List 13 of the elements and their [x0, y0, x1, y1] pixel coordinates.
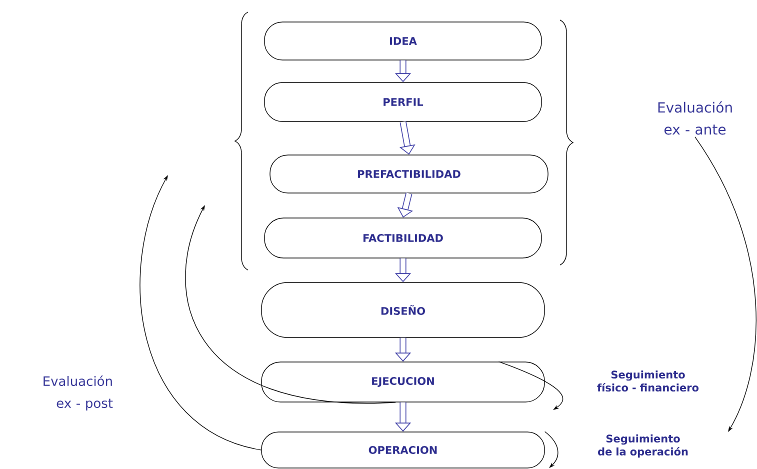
curved-arrow	[544, 431, 558, 468]
stage-box: IDEA	[264, 22, 542, 60]
note-text: Seguimiento de la operación	[598, 434, 688, 458]
stage-box: DISEÑO	[261, 282, 545, 338]
stage-box: PREFACTIBILIDAD	[270, 154, 548, 194]
stage-box: EJECUCION	[261, 362, 545, 402]
stage-box: FACTIBILIDAD	[264, 218, 542, 258]
note-text: Seguimiento físico - financiero	[597, 370, 699, 392]
stage-box: OPERACION	[261, 432, 545, 468]
evaluation-label: Evaluación ex - ante	[658, 101, 732, 135]
stage-box: PERFIL	[264, 82, 542, 122]
evaluation-label: Evaluación ex - post	[44, 375, 113, 411]
curved-arrow	[498, 361, 564, 410]
